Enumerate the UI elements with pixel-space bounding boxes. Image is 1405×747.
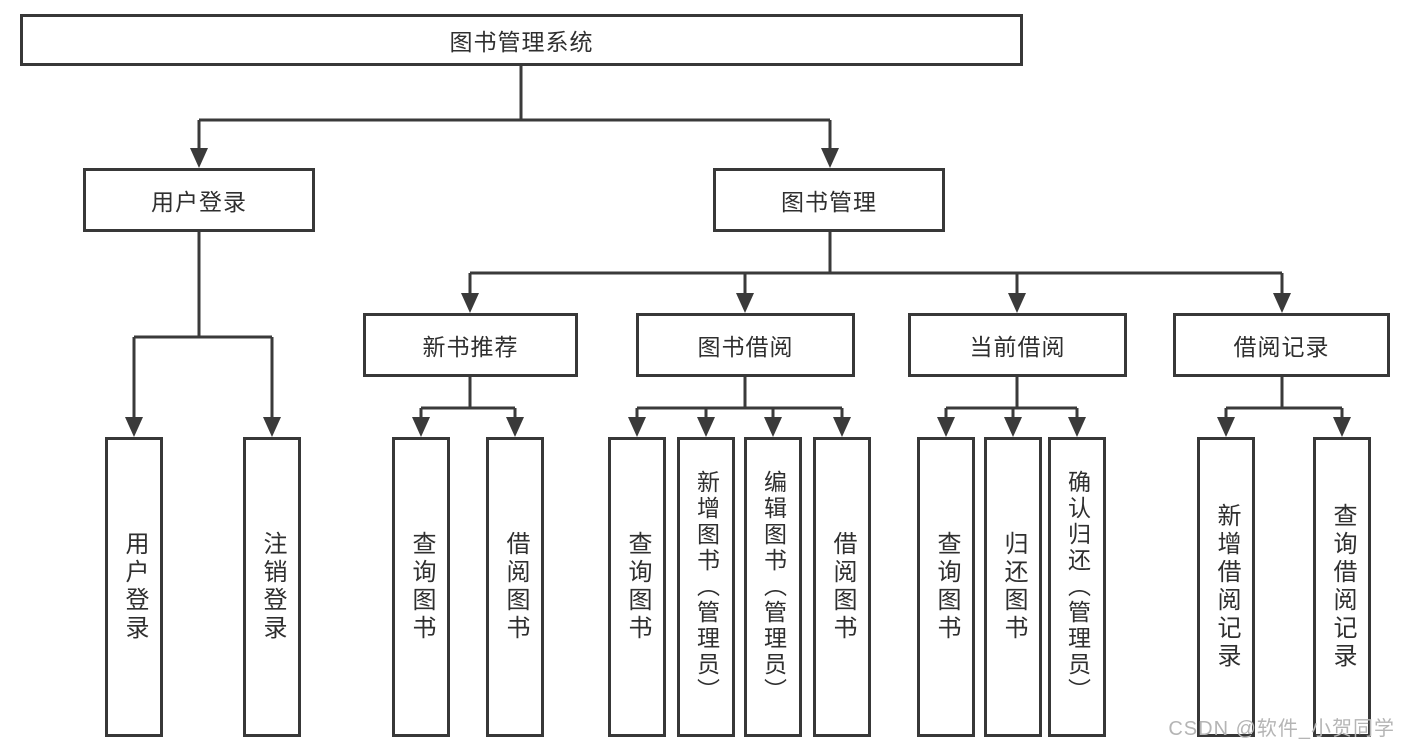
box-library-management-system-label: 图书管理系统	[449, 29, 594, 55]
arrowhead	[1004, 417, 1022, 437]
box-leaf-logout: 注销登录	[243, 437, 301, 737]
box-leaf-confirm-return-admin: 确认归还（管理员）	[1048, 437, 1106, 737]
box-user-login-label: 用户登录	[151, 189, 247, 215]
arrowhead	[412, 417, 430, 437]
box-leaf-query-book-1-label: 查询图书	[408, 531, 435, 643]
box-leaf-user-login-label: 用户登录	[121, 531, 148, 643]
box-current-borrow-label: 当前借阅	[969, 334, 1066, 360]
box-leaf-logout-label: 注销登录	[259, 531, 286, 643]
box-leaf-borrow-book-1-label: 借阅图书	[502, 531, 529, 643]
arrowheads	[125, 148, 1351, 437]
box-current-borrow: 当前借阅	[908, 313, 1127, 377]
box-leaf-borrow-book-1: 借阅图书	[486, 437, 544, 737]
arrowhead	[461, 293, 479, 313]
arrowhead	[1333, 417, 1351, 437]
box-borrow-records: 借阅记录	[1173, 313, 1390, 377]
box-leaf-query-book-2: 查询图书	[608, 437, 666, 737]
box-book-borrow: 图书借阅	[636, 313, 855, 377]
box-book-management: 图书管理	[713, 168, 945, 232]
arrowhead	[628, 417, 646, 437]
box-leaf-return-book: 归还图书	[984, 437, 1042, 737]
arrowhead	[937, 417, 955, 437]
box-book-management-label: 图书管理	[781, 189, 877, 215]
box-leaf-return-book-label: 归还图书	[1000, 531, 1027, 643]
arrowhead	[697, 417, 715, 437]
box-leaf-borrow-book-2-label: 借阅图书	[829, 531, 856, 643]
box-leaf-query-book-1: 查询图书	[392, 437, 450, 737]
box-new-book-recommend-label: 新书推荐	[422, 334, 519, 360]
box-leaf-add-book-admin: 新增图书（管理员）	[677, 437, 735, 737]
box-leaf-query-borrow-record-label: 查询借阅记录	[1329, 503, 1356, 671]
box-leaf-confirm-return-admin-label: 确认归还（管理员）	[1064, 470, 1091, 704]
box-leaf-borrow-book-2: 借阅图书	[813, 437, 871, 737]
box-leaf-query-book-3: 查询图书	[917, 437, 975, 737]
box-library-management-system: 图书管理系统	[20, 14, 1023, 66]
box-new-book-recommend: 新书推荐	[363, 313, 578, 377]
arrowhead	[1068, 417, 1086, 437]
arrowhead	[506, 417, 524, 437]
arrowhead	[1273, 293, 1291, 313]
box-book-borrow-label: 图书借阅	[697, 334, 794, 360]
box-borrow-records-label: 借阅记录	[1233, 334, 1330, 360]
box-leaf-edit-book-admin: 编辑图书（管理员）	[744, 437, 802, 737]
box-leaf-query-borrow-record: 查询借阅记录	[1313, 437, 1371, 737]
box-leaf-add-book-admin-label: 新增图书（管理员）	[693, 470, 720, 704]
arrowhead	[125, 417, 143, 437]
watermark: CSDN @软件_小贺同学	[1168, 718, 1395, 740]
arrowhead	[764, 417, 782, 437]
box-user-login: 用户登录	[83, 168, 315, 232]
arrowhead	[1217, 417, 1235, 437]
arrowhead	[833, 417, 851, 437]
box-leaf-user-login: 用户登录	[105, 437, 163, 737]
box-leaf-add-borrow-record: 新增借阅记录	[1197, 437, 1255, 737]
arrowhead	[736, 293, 754, 313]
box-leaf-query-book-2-label: 查询图书	[624, 531, 651, 643]
box-leaf-query-book-3-label: 查询图书	[933, 531, 960, 643]
arrowhead	[263, 417, 281, 437]
arrowhead	[821, 148, 839, 168]
box-leaf-add-borrow-record-label: 新增借阅记录	[1213, 503, 1240, 671]
arrowhead	[190, 148, 208, 168]
arrowhead	[1008, 293, 1026, 313]
box-leaf-edit-book-admin-label: 编辑图书（管理员）	[760, 470, 787, 704]
